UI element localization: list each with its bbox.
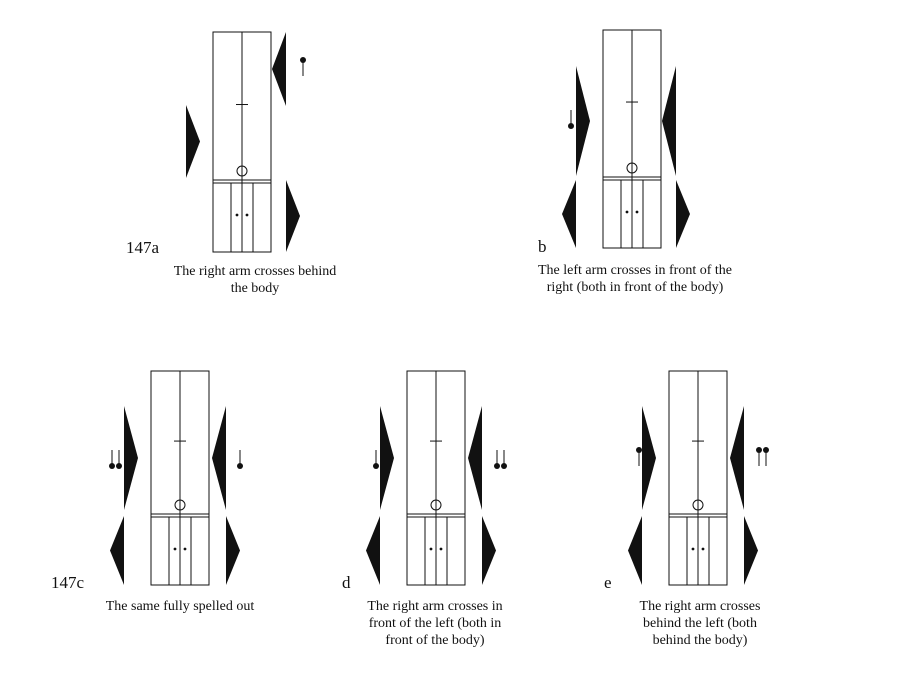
- support-dot-icon: [429, 547, 433, 551]
- pin-head-icon: [568, 123, 574, 129]
- direction-arrow-left-icon: [628, 516, 642, 585]
- pin-head-icon: [109, 463, 115, 469]
- direction-arrow-left-icon: [576, 66, 590, 176]
- direction-arrow-right-icon: [662, 66, 676, 176]
- caption-line: right (both in front of the body): [546, 280, 724, 295]
- caption-e: The right arm crosses behind the left (b…: [585, 598, 815, 649]
- hold-circle-icon: [236, 165, 248, 177]
- support-dot-icon: [701, 547, 705, 551]
- direction-arrow-right-icon: [286, 180, 300, 252]
- direction-arrow-left-icon: [562, 180, 576, 248]
- caption-b: The left arm crosses in front of the rig…: [485, 262, 785, 296]
- caption-line: behind the body): [652, 633, 748, 648]
- direction-arrow-right-icon: [272, 32, 286, 106]
- support-dot-icon: [183, 547, 187, 551]
- direction-arrow-left-icon: [642, 406, 656, 510]
- hold-circle-icon: [430, 499, 442, 511]
- direction-arrow-right-icon: [676, 180, 690, 248]
- figure-label-147c: 147c: [51, 573, 85, 592]
- direction-arrow-left-icon: [380, 406, 394, 510]
- caption-line: behind the left (both: [643, 616, 757, 631]
- caption-line: The left arm crosses in front of the: [538, 263, 732, 278]
- caption-line: The right arm crosses behind: [173, 264, 337, 279]
- caption-line: The right arm crosses: [639, 599, 761, 614]
- direction-arrow-left-icon: [124, 406, 138, 510]
- support-dot-icon: [235, 213, 239, 217]
- direction-arrow-right-icon: [468, 406, 482, 510]
- direction-arrow-right-icon: [226, 516, 240, 585]
- direction-arrow-right-icon: [730, 406, 744, 510]
- hold-circle-icon: [626, 162, 638, 174]
- pin-head-icon: [756, 447, 762, 453]
- caption-line: the body: [230, 281, 280, 296]
- pin-head-icon: [494, 463, 500, 469]
- pin-head-icon: [116, 463, 122, 469]
- support-dot-icon: [245, 213, 249, 217]
- pin-head-icon: [501, 463, 507, 469]
- direction-arrow-left-icon: [186, 105, 200, 178]
- figure-label-d: d: [342, 573, 351, 592]
- direction-arrow-right-icon: [482, 516, 496, 585]
- caption-147a: The right arm crosses behind the body: [120, 263, 390, 297]
- caption-line: front of the left (both in: [368, 616, 502, 631]
- caption-line: The right arm crosses in: [367, 599, 503, 614]
- support-dot-icon: [173, 547, 177, 551]
- pin-head-icon: [373, 463, 379, 469]
- caption-line: The same fully spelled out: [105, 599, 255, 614]
- pin-head-icon: [237, 463, 243, 469]
- direction-arrow-left-icon: [110, 516, 124, 585]
- support-dot-icon: [691, 547, 695, 551]
- support-dot-icon: [625, 210, 629, 214]
- direction-arrow-left-icon: [366, 516, 380, 585]
- figure-label-e: e: [604, 573, 612, 592]
- caption-147c: The same fully spelled out: [60, 598, 300, 615]
- support-dot-icon: [439, 547, 443, 551]
- hold-circle-icon: [692, 499, 704, 511]
- pin-head-icon: [763, 447, 769, 453]
- hold-circle-icon: [174, 499, 186, 511]
- direction-arrow-right-icon: [744, 516, 758, 585]
- figure-label-147a: 147a: [126, 238, 160, 257]
- figure-label-b: b: [538, 237, 547, 256]
- support-dot-icon: [635, 210, 639, 214]
- caption-line: front of the body): [385, 633, 485, 648]
- pin-head-icon: [636, 447, 642, 453]
- pin-head-icon: [300, 57, 306, 63]
- direction-arrow-right-icon: [212, 406, 226, 510]
- caption-d: The right arm crosses in front of the le…: [320, 598, 550, 649]
